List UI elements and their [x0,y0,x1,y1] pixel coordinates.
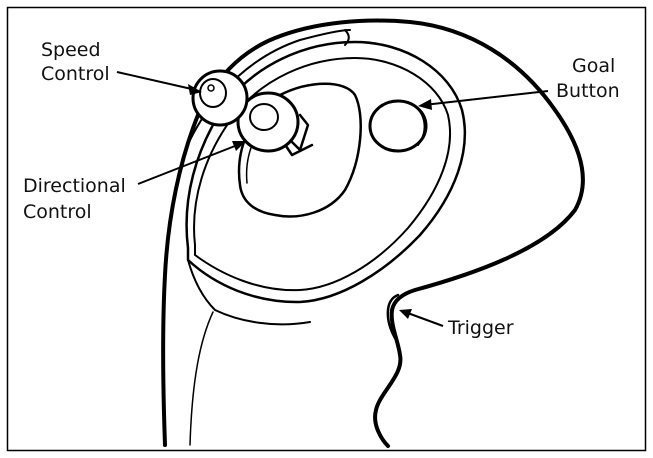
goal-button-label-line2: Button [556,80,620,102]
directional-control-label-line2: Control [23,201,92,223]
directional-control-label-line1: Directional [23,175,126,197]
speed-control-label-line1: Speed [41,39,101,61]
goal-button-label-line1: Goal [572,55,615,77]
speed-control-label-line2: Control [41,63,110,85]
trigger-label: Trigger [447,317,514,339]
